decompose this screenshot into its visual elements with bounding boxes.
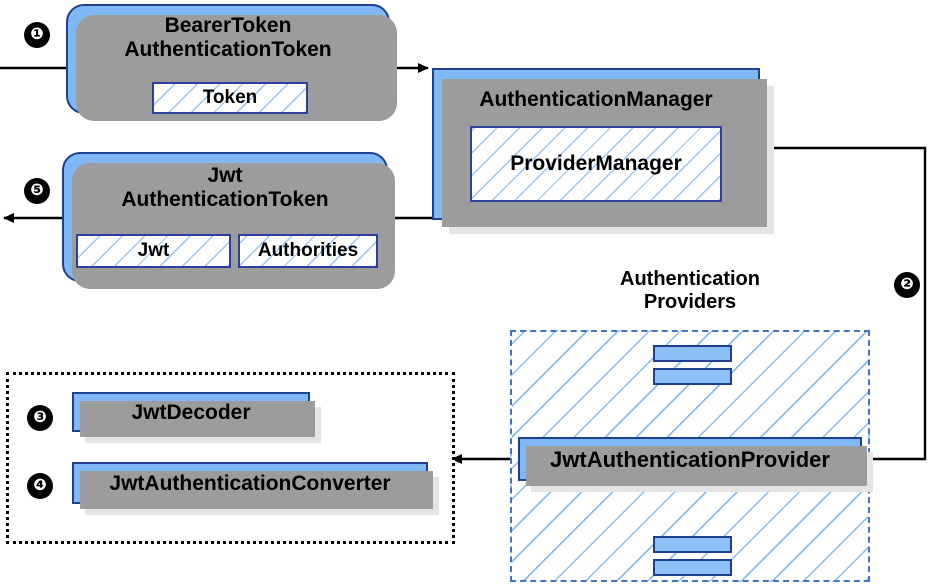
step-marker-3: ❸: [27, 405, 53, 431]
slot-provider-manager: ProviderManager: [470, 126, 722, 202]
jwt-decoder-card[interactable]: JwtDecoder: [72, 392, 321, 443]
jwt-authentication-converter-card[interactable]: JwtAuthenticationConverter: [72, 462, 439, 515]
provider-stack-bar-bottom-1: [653, 536, 732, 553]
step-marker-2: ❷: [894, 272, 920, 298]
step-marker-4: ❹: [27, 473, 53, 499]
authentication-manager-title: AuthenticationManager: [479, 88, 713, 111]
step-marker-1: ❶: [24, 22, 50, 48]
slot-jwt: Jwt: [76, 234, 231, 268]
provider-stack-bar-top-1: [653, 345, 732, 362]
provider-stack-bar-top-2: [653, 368, 732, 385]
jwt-token-title-line2: AuthenticationToken: [121, 187, 329, 211]
bearer-token-title: BearerToken AuthenticationToken: [68, 14, 388, 61]
authentication-manager-card[interactable]: AuthenticationManager ProviderManager: [432, 68, 774, 234]
card-shadow-dark: [80, 401, 315, 437]
jwt-token-title: Jwt AuthenticationToken: [64, 164, 386, 211]
authentication-providers-label: Authentication Providers: [585, 268, 795, 314]
providers-label-line1: Authentication: [620, 268, 760, 290]
jwt-authentication-provider-title: JwtAuthenticationProvider: [550, 447, 830, 472]
step-marker-5: ❺: [24, 178, 50, 204]
jwt-authentication-provider-card[interactable]: JwtAuthenticationProvider: [518, 437, 873, 492]
provider-stack-bar-bottom-2: [653, 559, 732, 576]
bearer-token-authentication-token-card[interactable]: BearerToken AuthenticationToken Token: [66, 4, 397, 121]
card-shadow-dark: [80, 471, 433, 509]
jwt-authentication-token-card[interactable]: Jwt AuthenticationToken Jwt Authorities: [62, 152, 395, 289]
jwt-authentication-converter-title: JwtAuthenticationConverter: [109, 472, 391, 495]
card-shadow-dark: [72, 163, 395, 289]
slot-authorities: Authorities: [238, 234, 378, 268]
bearer-token-title-line1: BearerToken: [164, 14, 292, 37]
bearer-token-title-line2: AuthenticationToken: [124, 37, 332, 61]
jwt-decoder-title: JwtDecoder: [131, 401, 251, 424]
slot-token: Token: [152, 82, 308, 114]
providers-label-line2: Providers: [643, 290, 737, 313]
jwt-token-title-line1: Jwt: [207, 164, 243, 187]
